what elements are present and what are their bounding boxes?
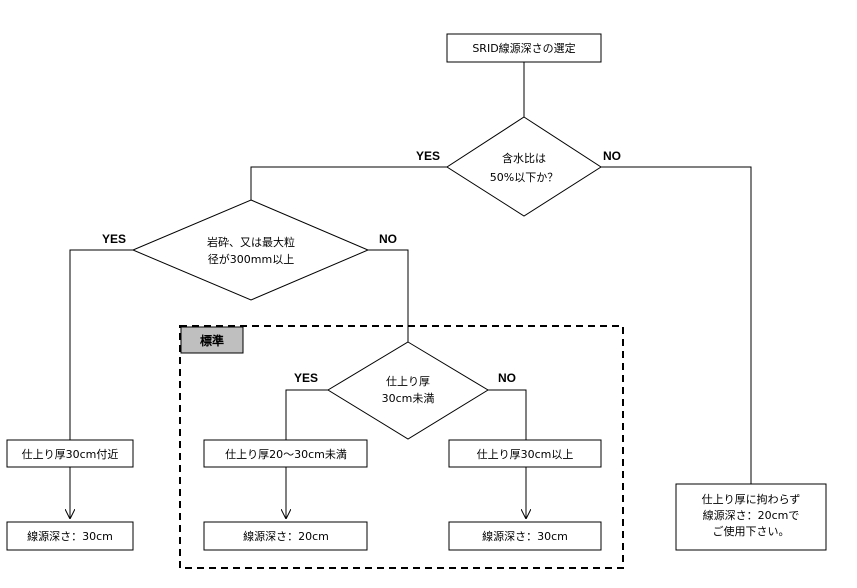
box-rock-yes-result-frame [6,521,134,551]
connectors [69,62,752,518]
connector-thickness-no [488,389,527,440]
box-thin-result: 線源深さ：20cm [203,521,368,551]
box-thick: 仕上り厚30cm以上 [448,439,602,468]
box-thick-result: 線源深さ：30cm [448,521,602,551]
standard-group-frame [179,325,624,569]
decision-water-shape [446,116,602,217]
decision-water: 含水比は 50%以下か？ [446,116,602,217]
water-yes-label: YES [416,149,440,163]
box-rock-yes-frame [6,439,134,468]
thickness-no-label: NO [498,371,516,385]
decision-water-line1: 含水比は [502,151,546,165]
connector-rock-no [368,249,409,342]
box-thin-result-label: 線源深さ：20cm [243,529,329,543]
branch-labels: YES NO YES NO YES NO [102,149,621,385]
box-rock-yes-label: 仕上り厚30cm付近 [22,448,119,461]
box-rock-yes: 仕上り厚30cm付近 [6,439,134,468]
start-box [446,33,602,63]
decision-rock-line2: 径が300mm以上 [208,252,294,266]
box-thin-label: 仕上り厚20～30cm未満 [225,448,347,461]
box-rock-yes-result: 線源深さ：30cm [6,521,134,551]
box-thick-label: 仕上り厚30cm以上 [477,448,574,461]
decision-rock-line1: 岩砕、又は最大粒 [207,235,295,249]
decision-thickness-line1: 仕上り厚 [386,375,430,388]
box-thin-frame [203,439,368,468]
thickness-yes-label: YES [294,371,318,385]
rock-yes-label: YES [102,232,126,246]
box-water-no-frame [675,483,827,551]
connector-rock-yes [69,249,133,440]
standard-group-label: 標準 [200,333,224,348]
box-water-no-line2: 線源深さ：20cmで [703,508,800,522]
box-thin-result-frame [203,521,368,551]
connector-thickness-yes [285,389,328,440]
connector-water-no [601,166,752,484]
start-node: SRID線源深さの選定 [446,33,602,63]
box-thin: 仕上り厚20～30cm未満 [203,439,368,468]
box-thick-frame [448,439,602,468]
box-thick-result-frame [448,521,602,551]
decision-thickness-shape [327,341,489,440]
decision-water-line2: 50%以下か？ [490,171,558,184]
box-water-no-line3: ご使用下さい。 [713,524,790,538]
box-water-no: 仕上り厚に拘わらず 線源深さ：20cmで ご使用下さい。 [675,483,827,551]
decision-thickness: 仕上り厚 30cm未満 [327,341,489,440]
box-rock-yes-result-label: 線源深さ：30cm [27,529,113,543]
connector-water-yes [250,166,447,215]
standard-group: 標準 [179,325,624,569]
standard-group-tag [180,326,244,354]
water-no-label: NO [603,149,621,163]
rock-no-label: NO [379,232,397,246]
decision-rock: 岩砕、又は最大粒 径が300mm以上 [131,199,370,301]
start-label: SRID線源深さの選定 [472,41,575,55]
box-thick-result-label: 線源深さ：30cm [482,529,568,543]
decision-thickness-line2: 30cm未満 [382,392,435,405]
decision-rock-shape [131,199,370,301]
box-water-no-line1: 仕上り厚に拘わらず [702,492,801,506]
